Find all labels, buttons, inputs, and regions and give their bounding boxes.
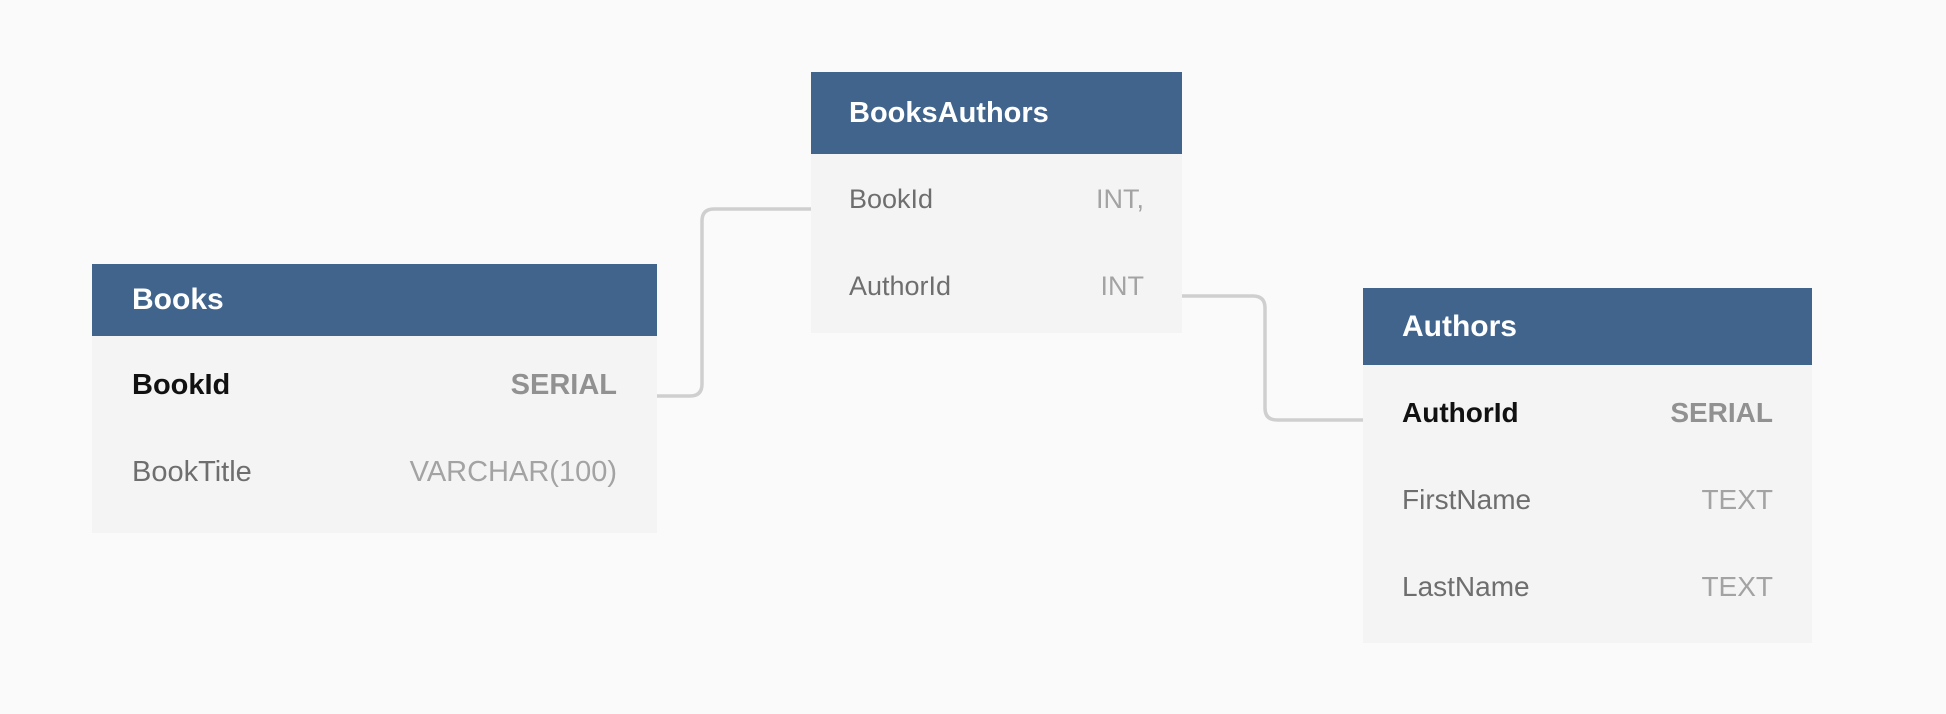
column-name: BookId <box>849 184 934 214</box>
column-type: SERIAL <box>1670 396 1773 428</box>
column-type: SERIAL <box>510 369 617 401</box>
column-name: AuthorId <box>1402 396 1519 428</box>
entity-header-booksauthors: BooksAuthors <box>811 72 1182 154</box>
entity-body-authors: AuthorId SERIAL FirstName TEXT LastName … <box>1363 365 1812 643</box>
column-row-authors-firstname[interactable]: FirstName TEXT <box>1402 456 1773 543</box>
column-row-authors-authorid[interactable]: AuthorId SERIAL <box>1402 369 1773 456</box>
column-type: TEXT <box>1701 483 1773 515</box>
relationship-line-booksauthors-authors <box>1180 294 1365 422</box>
entity-table-authors[interactable]: Authors AuthorId SERIAL FirstName TEXT L… <box>1363 288 1812 643</box>
entity-body-books: BookId SERIAL BookTitle VARCHAR(100) <box>92 336 657 533</box>
column-row-books-bookid[interactable]: BookId SERIAL <box>132 342 617 429</box>
column-name: AuthorId <box>849 271 952 301</box>
relationship-line-books-booksauthors <box>655 207 813 398</box>
column-type: INT <box>1100 271 1145 301</box>
column-row-booksauthors-bookid[interactable]: BookId INT, <box>849 156 1144 243</box>
column-row-authors-lastname[interactable]: LastName TEXT <box>1402 543 1773 630</box>
column-name: FirstName <box>1402 483 1532 515</box>
entity-header-books: Books <box>92 264 657 336</box>
column-row-booksauthors-authorid[interactable]: AuthorId INT <box>849 243 1144 330</box>
entity-body-booksauthors: BookId INT, AuthorId INT <box>811 154 1182 333</box>
entity-title-books: Books <box>132 283 224 316</box>
entity-table-booksauthors[interactable]: BooksAuthors BookId INT, AuthorId INT <box>811 72 1182 333</box>
column-type: TEXT <box>1701 570 1773 602</box>
entity-table-books[interactable]: Books BookId SERIAL BookTitle VARCHAR(10… <box>92 264 657 533</box>
column-name: BookId <box>132 369 231 401</box>
column-type: INT, <box>1095 184 1144 214</box>
column-type: VARCHAR(100) <box>409 456 617 488</box>
entity-title-booksauthors: BooksAuthors <box>849 96 1049 129</box>
entity-header-authors: Authors <box>1363 288 1812 365</box>
entity-title-authors: Authors <box>1402 309 1517 343</box>
column-row-books-booktitle[interactable]: BookTitle VARCHAR(100) <box>132 429 617 516</box>
column-name: LastName <box>1402 570 1530 602</box>
column-name: BookTitle <box>132 456 252 488</box>
